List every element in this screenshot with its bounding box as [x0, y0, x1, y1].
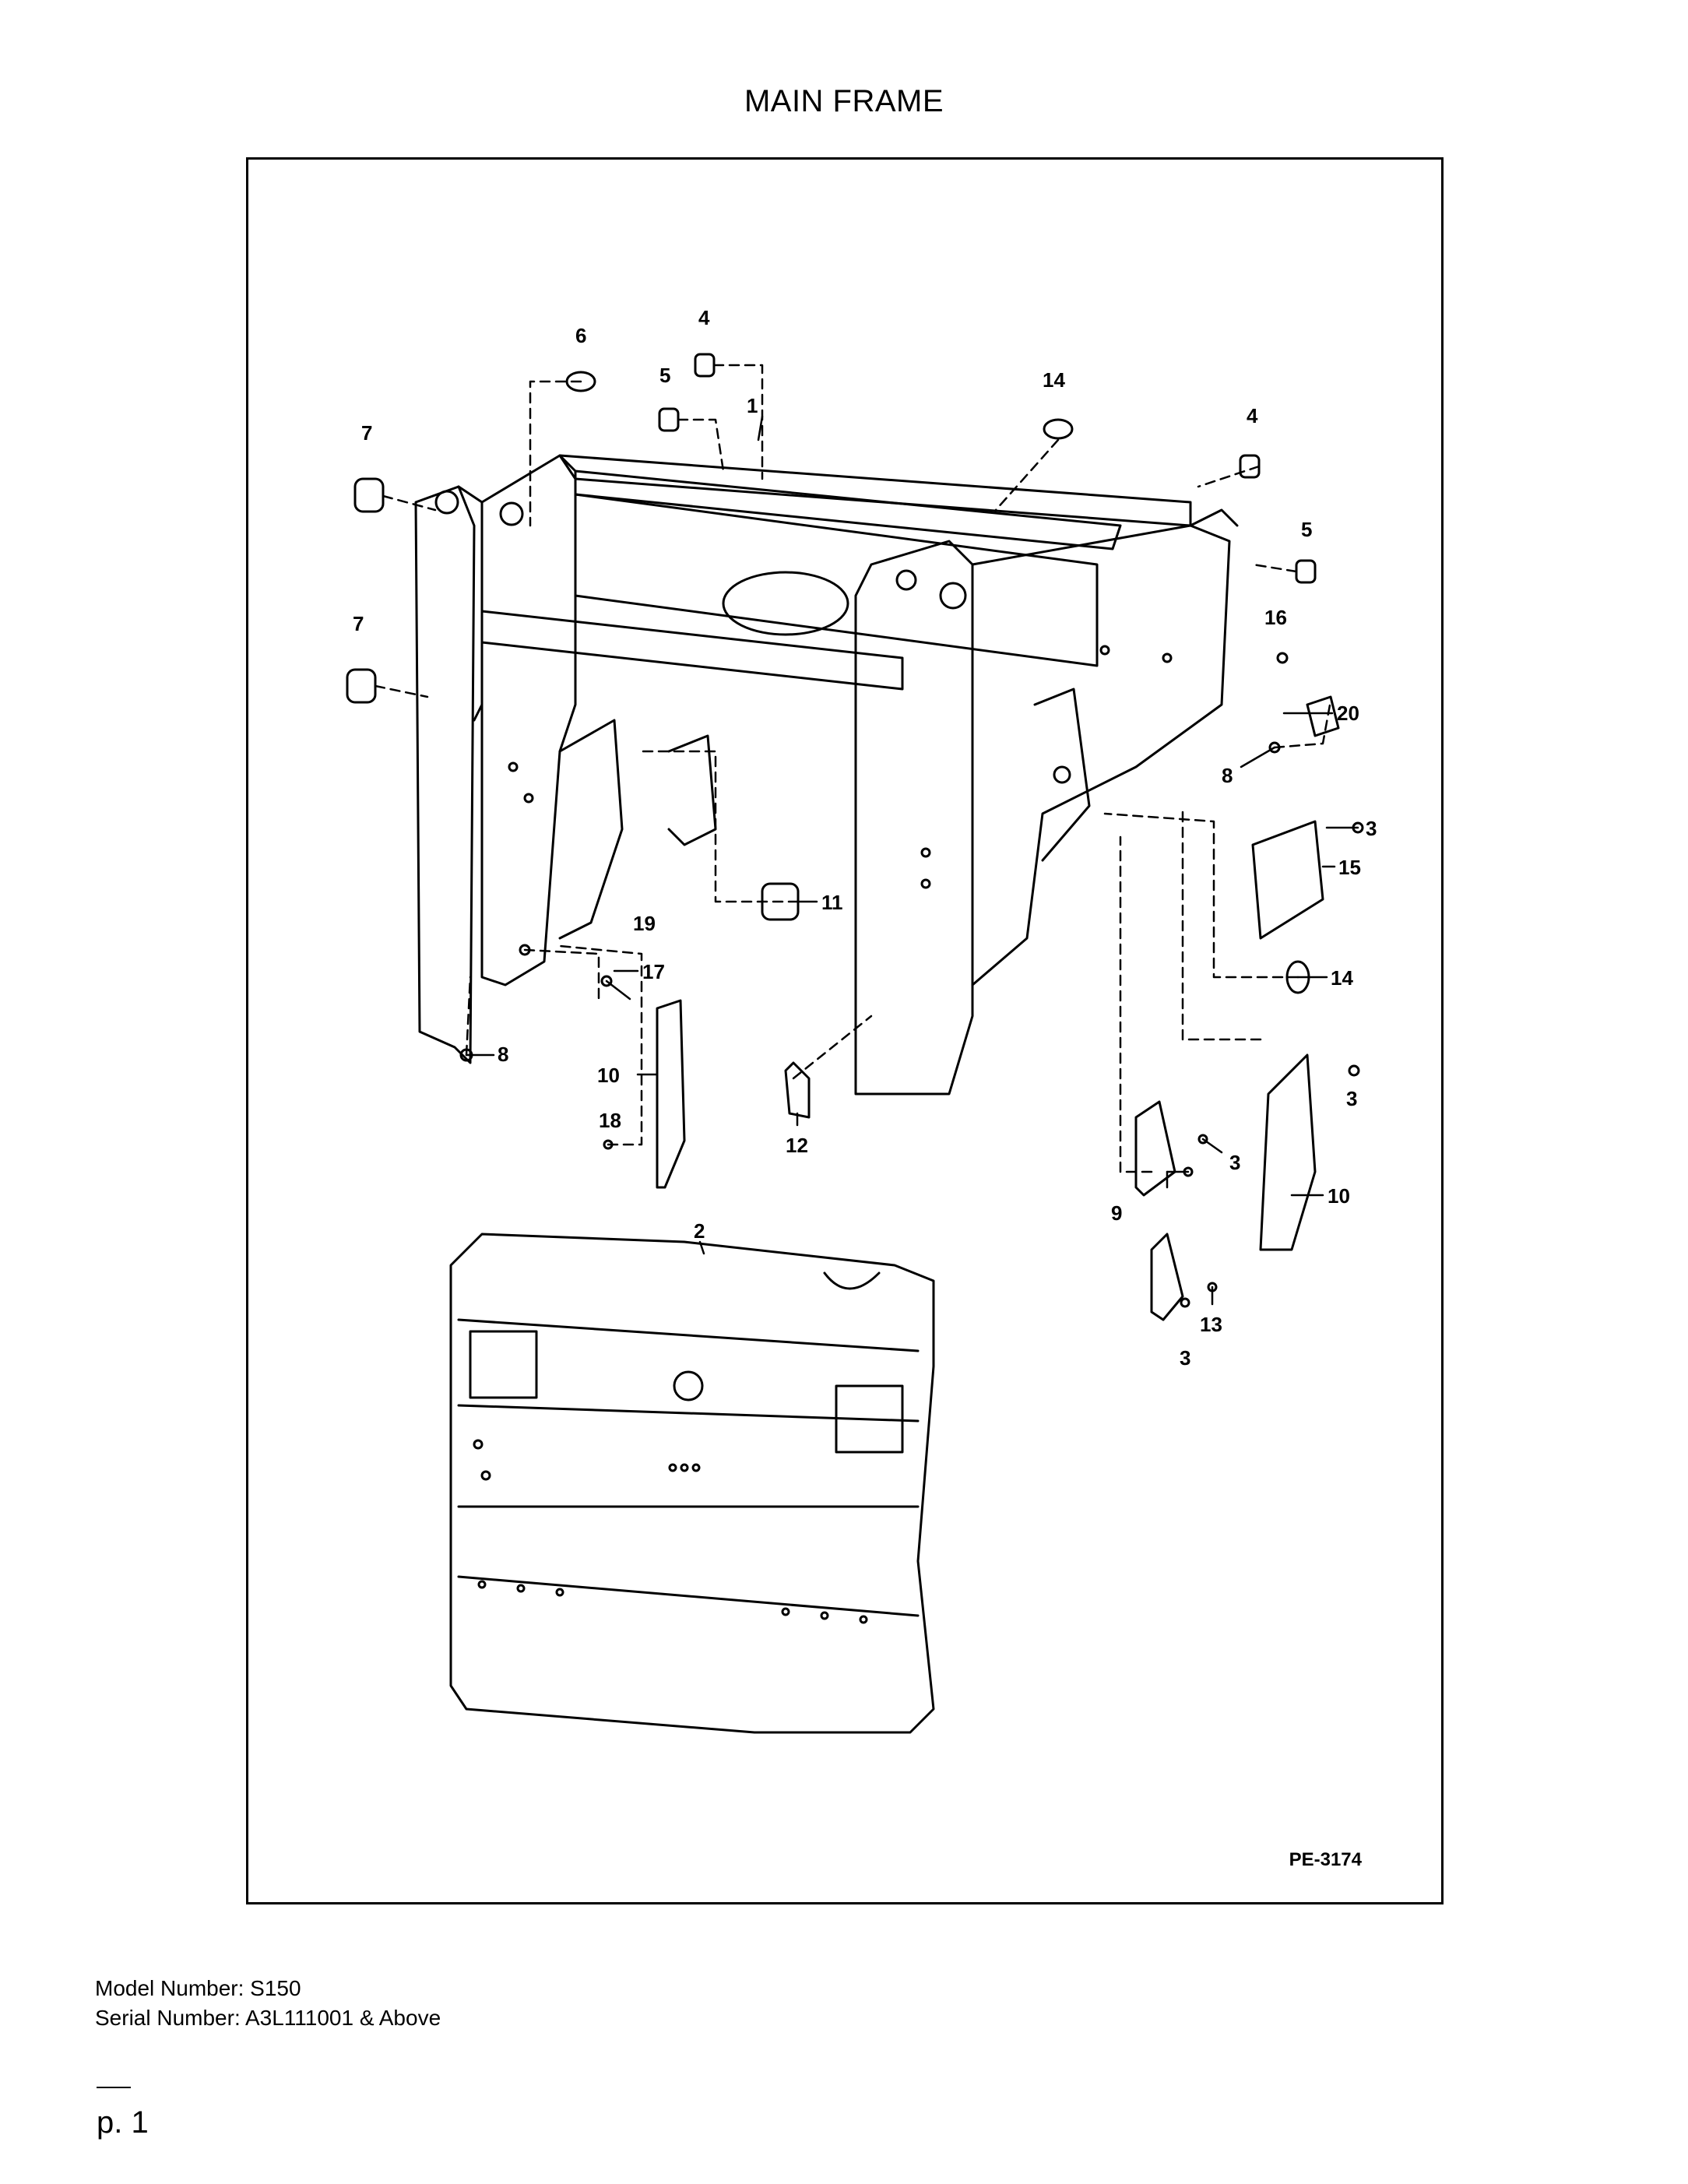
exploded-view-figure: 1 2 3 3 3 3 4 4 5 5 6 7 7 8 8 9 10 10 11… — [246, 157, 1444, 1904]
callout-3: 3 — [1229, 1151, 1240, 1174]
page-divider — [97, 2087, 131, 2088]
main-frame-drawing: 1 2 3 3 3 3 4 4 5 5 6 7 7 8 8 9 10 10 11… — [346, 306, 1377, 1734]
callout-6: 6 — [575, 324, 586, 347]
callout-2: 2 — [694, 1219, 705, 1243]
drawing-reference-number: PE-3174 — [1289, 1849, 1362, 1870]
callout-4: 4 — [698, 306, 710, 329]
callout-17: 17 — [642, 960, 665, 983]
callout-numbers: 1 2 3 3 3 3 4 4 5 5 6 7 7 8 8 9 10 10 11… — [353, 306, 1377, 1370]
callout-11: 11 — [821, 891, 843, 914]
frame-assembly — [414, 454, 1239, 1096]
dashed-leader-lines — [374, 364, 1332, 1173]
callout-13: 13 — [1200, 1313, 1222, 1336]
callout-16: 16 — [1264, 606, 1287, 629]
callout-10: 10 — [597, 1064, 620, 1087]
callout-3: 3 — [1346, 1087, 1357, 1110]
callout-8: 8 — [1222, 764, 1233, 787]
belly-pan — [449, 1233, 935, 1734]
callout-1: 1 — [747, 394, 758, 417]
callout-5: 5 — [1301, 518, 1312, 541]
callout-14: 14 — [1043, 368, 1065, 392]
callout-10: 10 — [1328, 1184, 1350, 1208]
callout-8: 8 — [498, 1043, 508, 1066]
callout-7: 7 — [361, 421, 372, 445]
model-info: Model Number: S150 Serial Number: A3L111… — [95, 1974, 441, 2033]
callout-20: 20 — [1337, 702, 1359, 725]
callout-14: 14 — [1331, 966, 1353, 990]
callout-7: 7 — [353, 612, 364, 635]
callout-15: 15 — [1338, 856, 1361, 879]
callout-3: 3 — [1180, 1346, 1190, 1370]
callout-12: 12 — [786, 1134, 808, 1157]
callout-9: 9 — [1111, 1201, 1122, 1225]
serial-number: Serial Number: A3L111001 & Above — [95, 2006, 441, 2030]
callout-leaders — [465, 415, 1359, 1306]
callout-4: 4 — [1247, 404, 1258, 427]
page-number: p. 1 — [97, 2105, 149, 2140]
callout-18: 18 — [599, 1109, 621, 1132]
callout-19: 19 — [633, 912, 656, 935]
callout-5: 5 — [659, 364, 670, 387]
model-number: Model Number: S150 — [95, 1976, 301, 2000]
page-title: MAIN FRAME — [744, 84, 944, 118]
callout-3: 3 — [1366, 817, 1377, 840]
